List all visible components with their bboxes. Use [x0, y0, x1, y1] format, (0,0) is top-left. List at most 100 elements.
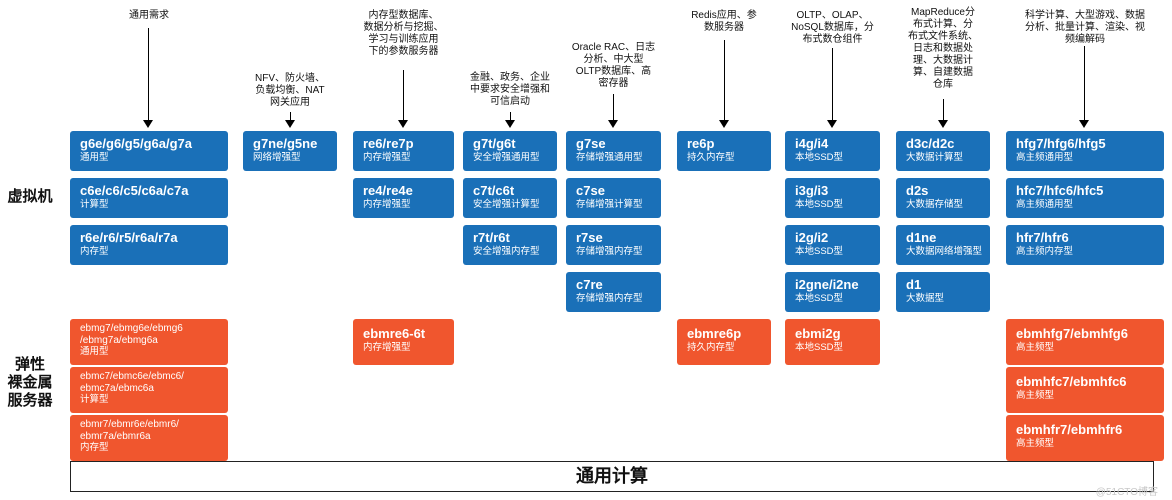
scenario-text: NFV、防火墙、 负载均衡、NAT 网关应用 [255, 73, 325, 108]
instance-type-label: 高主频型 [1016, 342, 1055, 353]
instance-family-name: hfr7/hfr6 [1016, 230, 1069, 245]
column-7: MapReduce分 布式计算、分 布式文件系统、 日志和数据处 理、大数据计 … [896, 0, 990, 460]
scenario-text: 金融、政务、企业 中要求安全增强和 可信启动 [470, 72, 550, 107]
instance-family-name: ebmhfg7/ebmhfg6 [1016, 326, 1128, 341]
instance-family-name: r7se [576, 230, 603, 245]
instance-family-name: ebmre6p [687, 326, 742, 341]
instance-family-name: r7t/r6t [473, 230, 510, 245]
instance-family-name: i3g/i3 [795, 183, 829, 198]
instance-type-label: 安全增强内存型 [473, 246, 540, 257]
instance-type-label: 高主频型 [1016, 438, 1055, 449]
instance-type-label: 大数据计算型 [906, 152, 964, 163]
footer-general-compute: 通用计算 [70, 461, 1154, 492]
down-arrow-icon [285, 112, 295, 128]
down-arrow-icon [827, 48, 837, 128]
instance-family-name: d3c/d2c [906, 136, 955, 151]
instance-family-name: re6/re7p [363, 136, 414, 151]
down-arrow-icon [505, 112, 515, 128]
scenario-text: Redis应用、参 数服务器 [691, 10, 757, 33]
instance-family-name: ebmr7/ebmr6e/ebmr6/ ebmr7a/ebmr6a [80, 419, 179, 442]
instance-family-name: d1 [906, 277, 922, 292]
instance-type-label: 大数据网络增强型 [906, 246, 983, 257]
instance-type-label: 高主频型 [1016, 390, 1055, 401]
row-label-bm: 弹性 裸金属 服务器 [7, 356, 53, 409]
instance-type-label: 内存增强型 [363, 199, 411, 210]
instance-family-name: c6e/c6/c5/c6a/c7a [80, 183, 189, 198]
instance-family-name: g7se [576, 136, 606, 151]
scenario-text: 通用需求 [129, 10, 169, 21]
instance-type-label: 持久内存型 [687, 342, 735, 353]
instance-type-label: 存储增强内存型 [576, 293, 643, 304]
instance-type-label: 大数据型 [906, 293, 945, 304]
instance-type-label: 网络增强型 [253, 152, 301, 163]
instance-type-label: 计算型 [80, 394, 109, 405]
instance-family-name: i2g/i2 [795, 230, 829, 245]
instance-family-name: hfc7/hfc6/hfc5 [1016, 183, 1104, 198]
instance-type-label: 本地SSD型 [795, 342, 844, 353]
instance-family-name: i4g/i4 [795, 136, 829, 151]
instance-type-label: 高主频通用型 [1016, 152, 1074, 163]
instance-type-label: 本地SSD型 [795, 199, 844, 210]
instance-type-label: 内存增强型 [363, 342, 411, 353]
down-arrow-icon [143, 28, 153, 128]
instance-type-label: 内存增强型 [363, 152, 411, 163]
down-arrow-icon [719, 40, 729, 128]
scenario-text: 科学计算、大型游戏、数据 分析、批量计算、渲染、视 频编解码 [1025, 10, 1145, 45]
instance-family-name: hfg7/hfg6/hfg5 [1016, 136, 1106, 151]
instance-family-name: c7t/c6t [473, 183, 515, 198]
instance-family-name: d1ne [906, 230, 937, 245]
instance-type-label: 通用型 [80, 346, 109, 357]
instance-family-name: g7t/g6t [473, 136, 516, 151]
instance-type-label: 本地SSD型 [795, 246, 844, 257]
instance-family-name: ebmi2g [795, 326, 841, 341]
instance-type-label: 存储增强计算型 [576, 199, 643, 210]
down-arrow-icon [1079, 46, 1089, 128]
instance-family-name: re6p [687, 136, 715, 151]
scenario-text: Oracle RAC、日志 分析、中大型 OLTP数据库、高 密存器 [571, 42, 656, 89]
instance-type-label: 内存型 [80, 246, 109, 257]
instance-family-name: c7re [576, 277, 603, 292]
instance-type-label: 存储增强内存型 [576, 246, 643, 257]
